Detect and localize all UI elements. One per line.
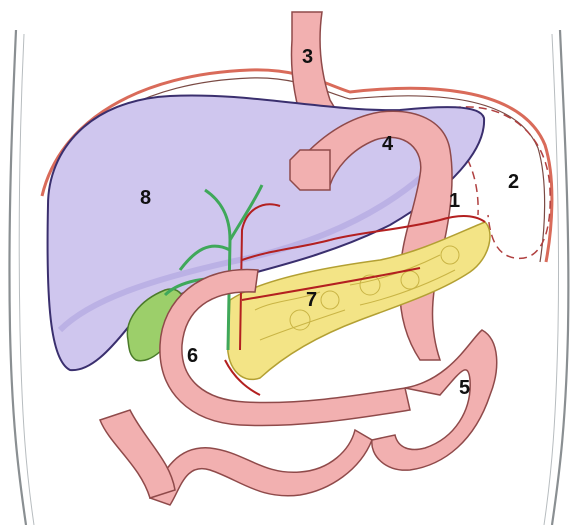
label-1: 1: [449, 190, 460, 212]
label-2: 2: [508, 171, 519, 193]
label-5: 5: [459, 377, 470, 399]
label-8: 8: [140, 187, 151, 209]
label-7: 7: [306, 289, 317, 311]
label-3: 3: [302, 46, 313, 68]
label-6: 6: [187, 345, 198, 367]
label-4: 4: [382, 133, 394, 155]
